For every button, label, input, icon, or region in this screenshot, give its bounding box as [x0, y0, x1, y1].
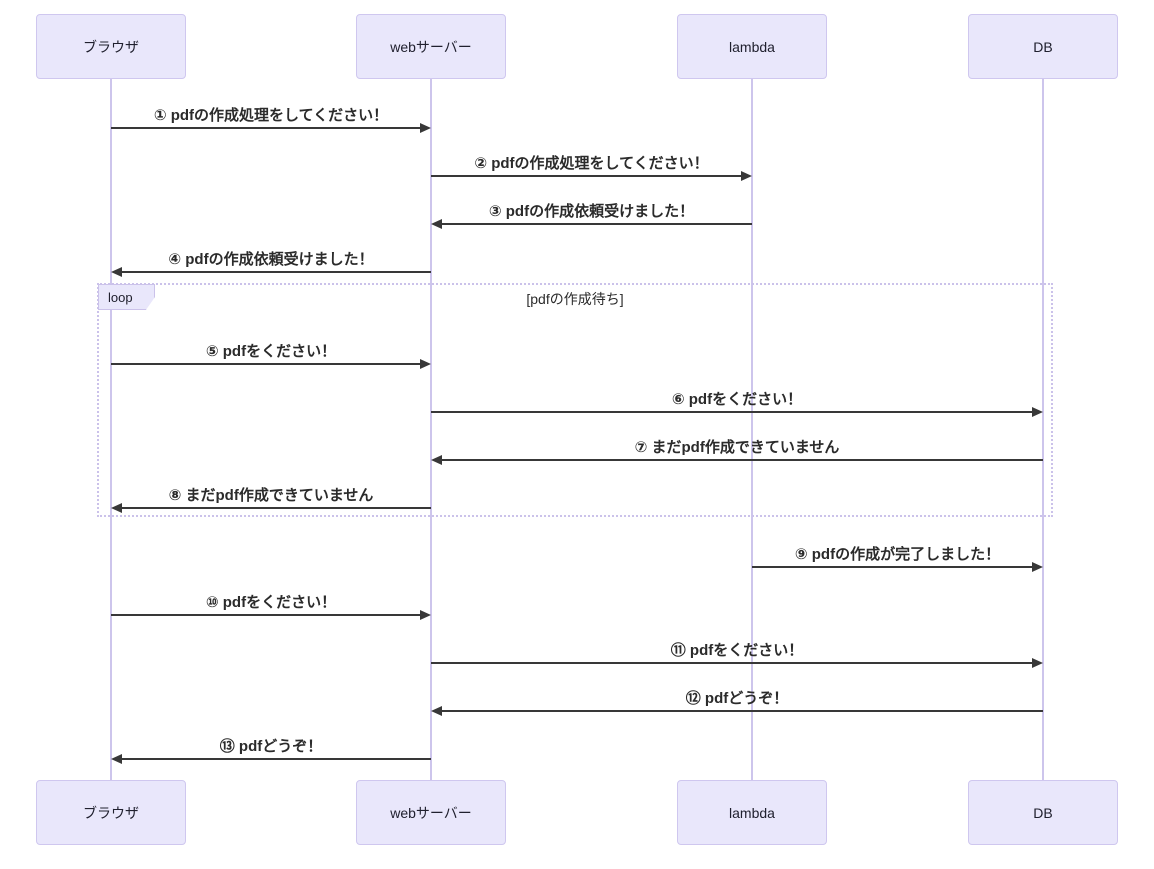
loop-fragment: loop [pdfの作成待ち]	[97, 283, 1053, 517]
message-label: ③ pdfの作成依頼受けました！	[488, 203, 695, 220]
actor-top-lambda: lambda	[677, 14, 827, 79]
loop-keyword-tag: loop	[98, 284, 155, 310]
message-arrow-line	[752, 566, 1034, 568]
message-arrow-line	[120, 271, 431, 273]
message-label: ⑥ pdfをください！	[671, 391, 803, 408]
message-arrow-line	[431, 662, 1034, 664]
arrowhead-icon	[1032, 658, 1043, 668]
message-label: ⑪ pdfをください！	[670, 642, 804, 659]
arrowhead-icon	[111, 503, 122, 513]
actor-top-db: DB	[968, 14, 1118, 79]
message-label: ④ pdfの作成依頼受けました！	[168, 251, 374, 268]
arrowhead-icon	[431, 706, 442, 716]
actor-bottom-lambda: lambda	[677, 780, 827, 845]
message-arrow-line	[431, 411, 1034, 413]
loop-condition-label: [pdfの作成待ち]	[526, 291, 624, 307]
message-label: ① pdfの作成処理をしてください！	[153, 107, 389, 124]
message-label: ⑧ まだpdf作成できていません	[168, 487, 374, 504]
message-arrow-line	[111, 363, 422, 365]
arrowhead-icon	[111, 267, 122, 277]
loop-keyword-label: loop	[108, 289, 133, 305]
message-arrow-line	[111, 127, 422, 129]
message-arrow-line	[440, 710, 1043, 712]
lifeline-lambda	[751, 79, 753, 780]
actor-top-webserver: webサーバー	[356, 14, 506, 79]
lifeline-webserver	[430, 79, 432, 780]
arrowhead-icon	[431, 219, 442, 229]
actor-top-browser: ブラウザ	[36, 14, 186, 79]
actor-bottom-webserver: webサーバー	[356, 780, 506, 845]
message-arrow-line	[120, 758, 431, 760]
actor-bottom-browser: ブラウザ	[36, 780, 186, 845]
lifeline-browser	[110, 79, 112, 780]
message-label: ⑬ pdfどうぞ！	[219, 738, 323, 755]
arrowhead-icon	[1032, 407, 1043, 417]
message-arrow-line	[440, 223, 752, 225]
arrowhead-icon	[431, 455, 442, 465]
message-label: ⑦ まだpdf作成できていません	[634, 439, 840, 456]
message-arrow-line	[120, 507, 431, 509]
message-arrow-line	[431, 175, 743, 177]
arrowhead-icon	[741, 171, 752, 181]
message-label: ⑫ pdfどうぞ！	[685, 690, 789, 707]
arrowhead-icon	[111, 754, 122, 764]
arrowhead-icon	[420, 610, 431, 620]
lifeline-db	[1042, 79, 1044, 780]
message-label: ⑤ pdfをください！	[205, 343, 337, 360]
message-label: ② pdfの作成処理をしてください！	[474, 155, 709, 172]
arrowhead-icon	[420, 359, 431, 369]
arrowhead-icon	[1032, 562, 1043, 572]
message-label: ⑩ pdfをください！	[205, 594, 337, 611]
message-arrow-line	[440, 459, 1043, 461]
actor-bottom-db: DB	[968, 780, 1118, 845]
message-arrow-line	[111, 614, 422, 616]
message-label: ⑨ pdfの作成が完了しました！	[794, 546, 1001, 563]
arrowhead-icon	[420, 123, 431, 133]
